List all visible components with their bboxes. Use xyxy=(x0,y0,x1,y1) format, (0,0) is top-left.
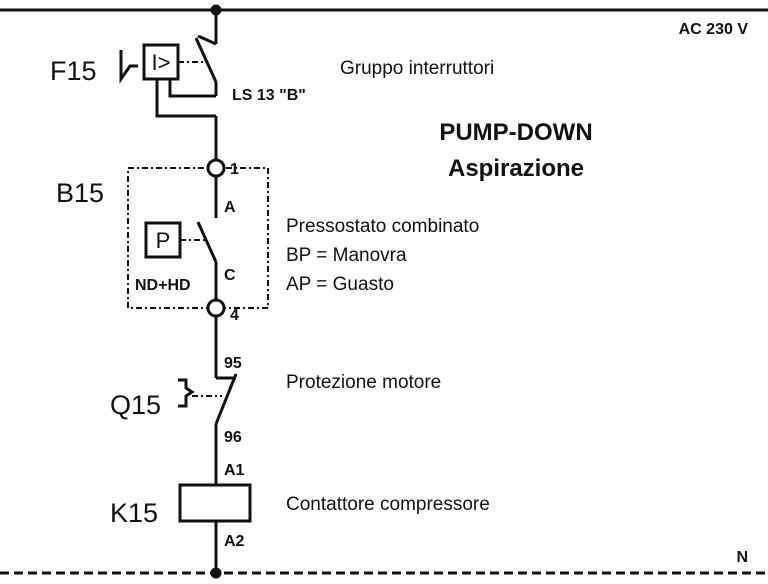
b15-ref: B15 xyxy=(56,178,104,208)
b15-contact xyxy=(196,221,218,263)
b15-description-line1: Pressostato combinato xyxy=(286,216,479,237)
q15-terminal-top-label: 95 xyxy=(224,355,242,372)
k15-description: Contattore compressore xyxy=(286,494,490,515)
b15-symbol: P xyxy=(156,228,171,253)
b15-variant-label: ND+HD xyxy=(135,277,191,294)
f15-symbol: I> xyxy=(152,50,171,75)
diagram-title-line2: Aspirazione xyxy=(448,155,584,182)
b15-contact-c-label: C xyxy=(224,267,236,284)
f15-breaker: I> xyxy=(119,10,218,159)
b15-terminal-top-label: 1 xyxy=(230,161,239,178)
f15-ref: F15 xyxy=(50,56,97,86)
f15-type: LS 13 "B" xyxy=(232,87,306,104)
b15-contact-a-label: A xyxy=(224,199,236,216)
supply-label: AC 230 V xyxy=(679,21,749,38)
diagram-title-line1: PUMP-DOWN xyxy=(439,119,592,146)
k15-coil xyxy=(178,483,252,523)
q15-thermal-icon xyxy=(178,378,195,408)
q15-ref: Q15 xyxy=(110,390,161,420)
b15-terminal-bottom-label: 4 xyxy=(230,307,239,324)
neutral-label: N xyxy=(736,549,748,566)
k15-terminal-top-label: A1 xyxy=(224,462,245,479)
b15-description-line2: BP = Manovra xyxy=(286,245,407,266)
b15-terminal-1 xyxy=(206,158,226,178)
q15-contact xyxy=(214,373,238,425)
b15-enclosure xyxy=(127,167,269,309)
q15-description: Protezione motore xyxy=(286,372,441,393)
q15-terminal-bottom-label: 96 xyxy=(224,429,242,446)
f15-description: Gruppo interruttori xyxy=(340,58,494,79)
k15-ref: K15 xyxy=(110,498,158,528)
b15-terminal-4 xyxy=(206,298,226,318)
b15-description-line3: AP = Guasto xyxy=(286,274,394,295)
k15-terminal-bottom-label: A2 xyxy=(224,533,245,550)
